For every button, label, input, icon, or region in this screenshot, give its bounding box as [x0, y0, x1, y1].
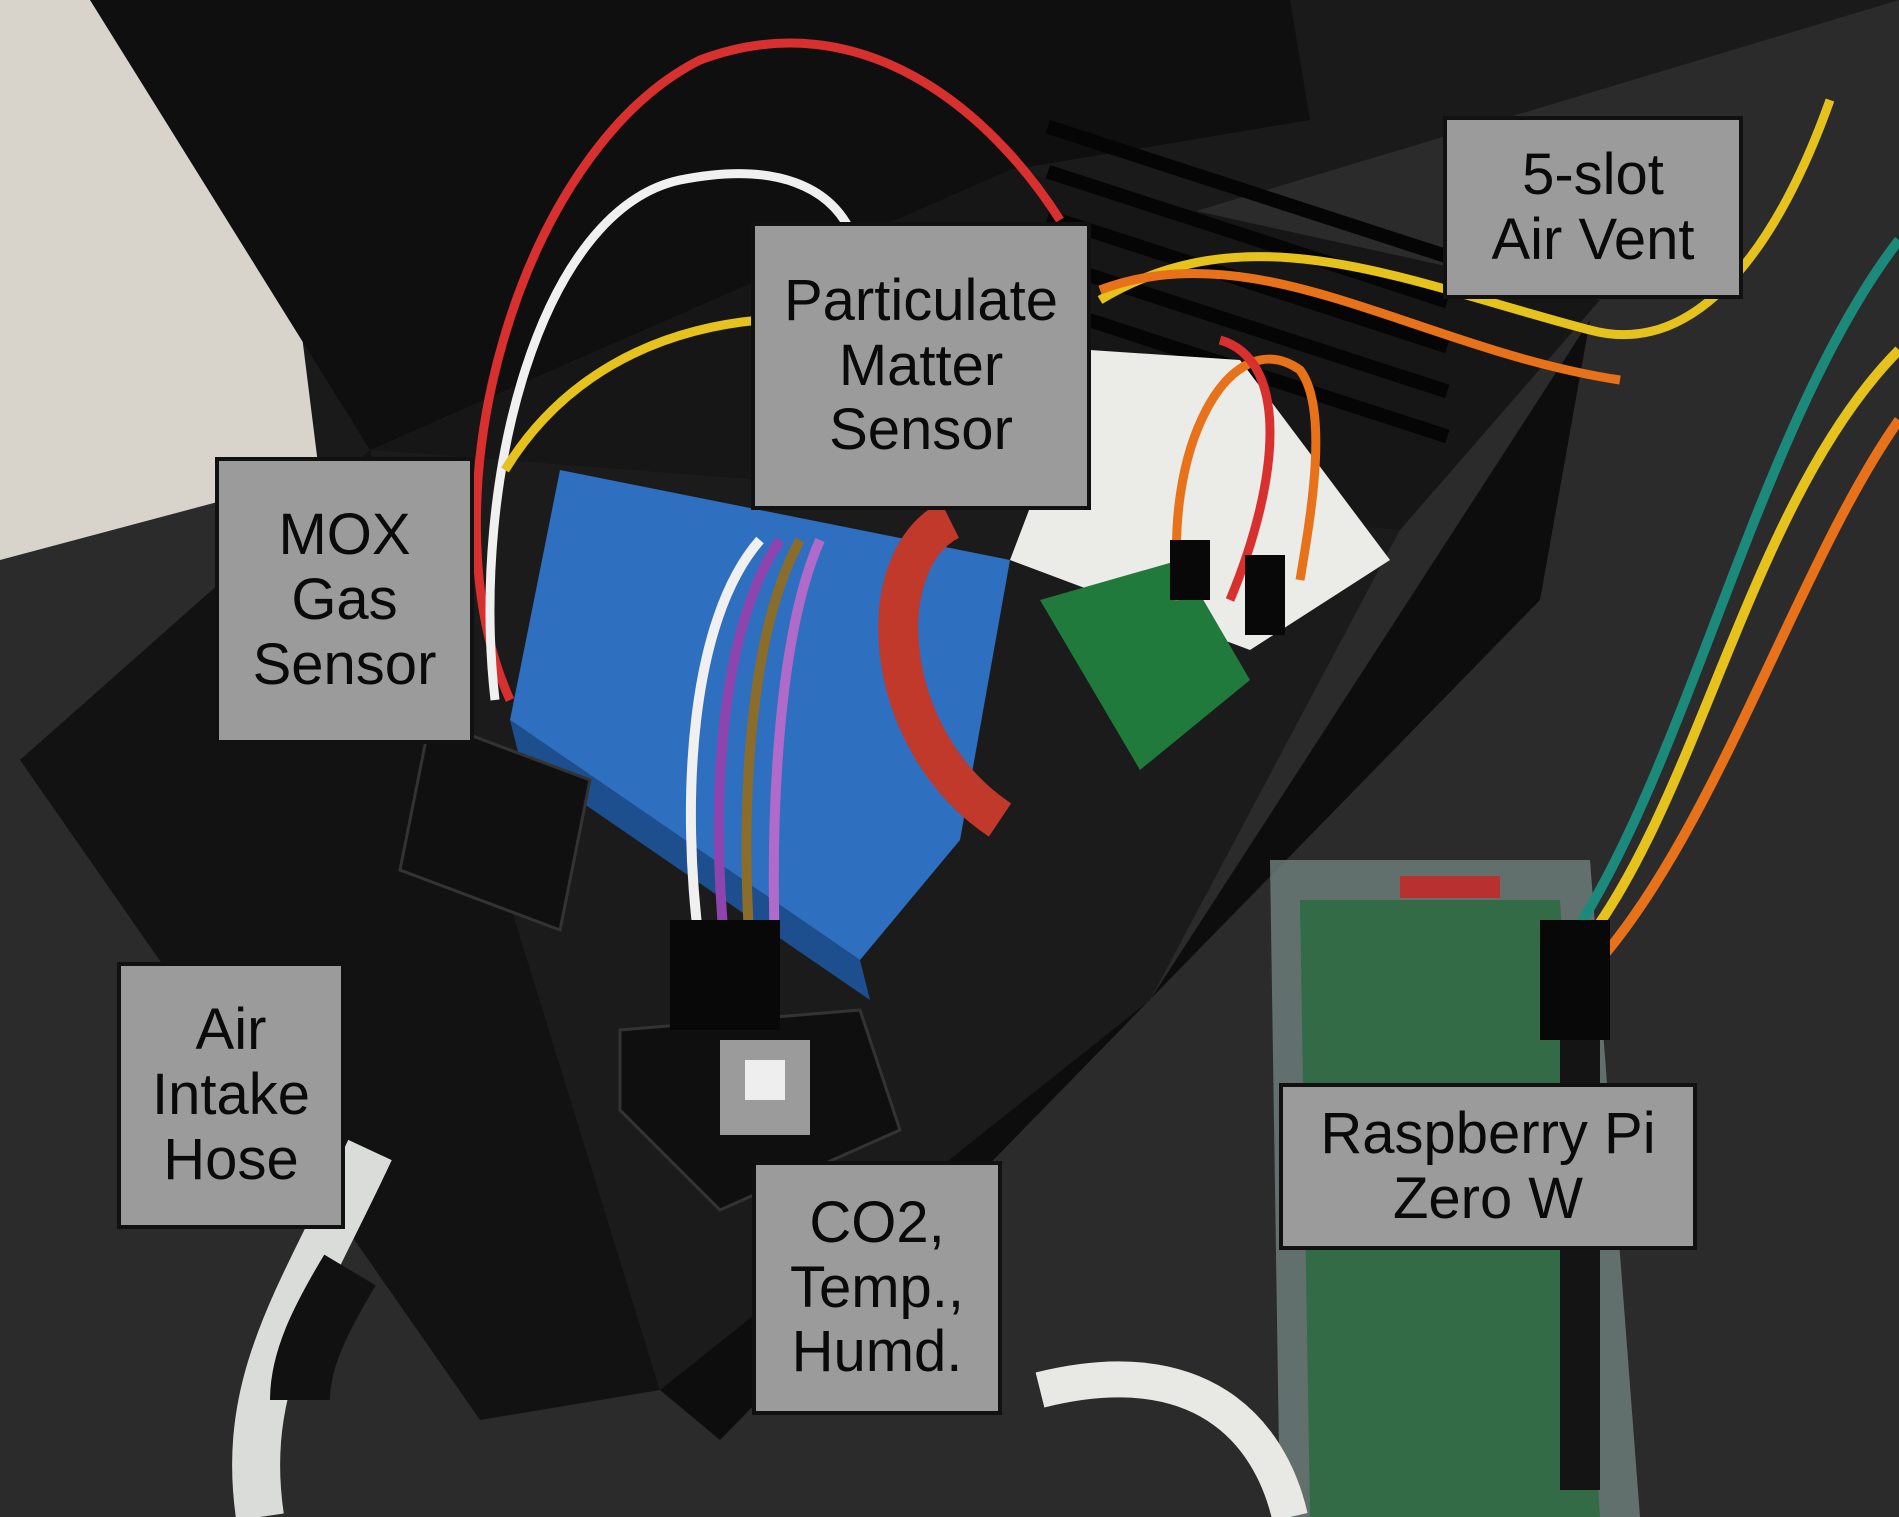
- adapter-pcb: [1040, 560, 1250, 770]
- label-line: CO2,: [809, 1189, 945, 1255]
- label-particulate-matter-sensor: Particulate Matter Sensor: [751, 222, 1091, 510]
- enclosure-front-left: [20, 450, 660, 1420]
- micro-sd-card: [1400, 876, 1500, 898]
- label-line: Hose: [163, 1126, 299, 1192]
- enclosure-lid: [90, 0, 1310, 450]
- label-line: Temp.,: [789, 1254, 965, 1320]
- label-line: Sensor: [252, 631, 437, 697]
- label-mox-gas-sensor: MOX Gas Sensor: [215, 457, 474, 744]
- label-line: Air: [195, 997, 267, 1063]
- jumper-header: [670, 920, 780, 1030]
- label-air-intake-hose: Air Intake Hose: [117, 962, 345, 1229]
- label-line: Matter: [838, 332, 1004, 398]
- label-line: Gas: [291, 567, 398, 633]
- label-co2-temp-humidity-sensor: CO2, Temp., Humd.: [752, 1161, 1002, 1415]
- breadboard: [1010, 350, 1390, 650]
- label-line: Particulate: [783, 267, 1059, 333]
- label-line: Zero W: [1392, 1165, 1584, 1231]
- mox-sensor-pcb: [398, 717, 592, 933]
- ribbon-cable: [878, 502, 1012, 837]
- label-line: Intake: [152, 1062, 310, 1128]
- label-line: Sensor: [829, 397, 1013, 463]
- label-raspberry-pi: Raspberry Pi Zero W: [1279, 1083, 1697, 1250]
- label-line: Humd.: [791, 1319, 963, 1385]
- label-air-vent: 5-slot Air Vent: [1443, 116, 1743, 299]
- label-line: MOX: [278, 502, 411, 568]
- usb-cable: [1035, 1361, 1308, 1517]
- label-line: Raspberry Pi: [1320, 1100, 1656, 1166]
- label-line: 5-slot: [1522, 141, 1664, 207]
- wires: [471, 38, 1899, 964]
- label-line: Air Vent: [1491, 206, 1695, 272]
